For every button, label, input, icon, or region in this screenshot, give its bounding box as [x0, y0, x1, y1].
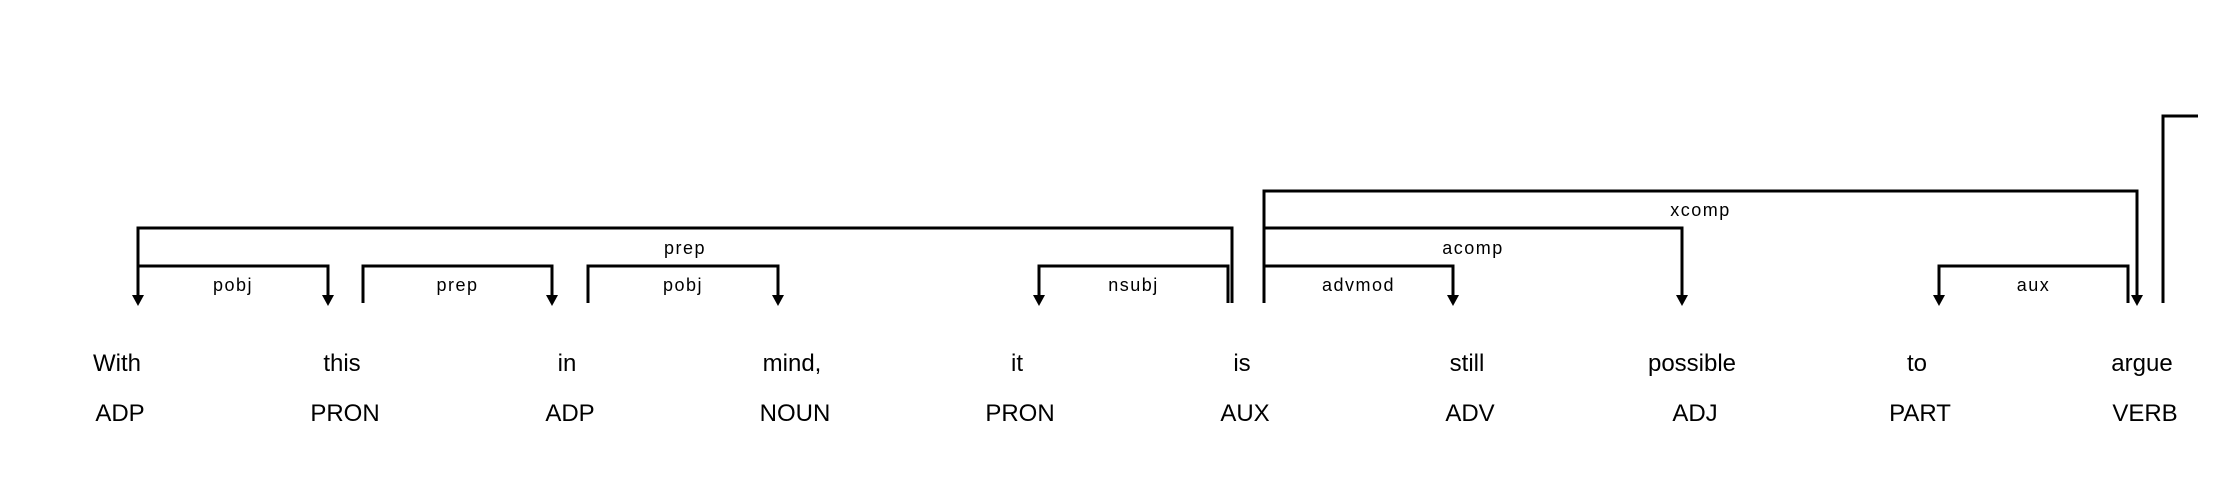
- token-pos-tag: ADP: [95, 400, 144, 427]
- token: mind, NOUN: [760, 350, 831, 427]
- token-word: mind,: [763, 350, 822, 377]
- arc-label: acomp: [1442, 238, 1504, 258]
- arrowhead-icon: [546, 295, 558, 306]
- arc-label: prep: [436, 275, 478, 295]
- token-pos-tag: PART: [1889, 400, 1951, 427]
- arcs-layer: pobj prep pobj prep nsubj advmod acomp xcomp aux: [132, 114, 2198, 306]
- arrowhead-icon: [772, 295, 784, 306]
- arc-line: [1937, 264, 2130, 303]
- token-pos-tag: AUX: [1220, 400, 1269, 427]
- arrowhead-icon: [132, 295, 144, 306]
- token-word: argue: [2111, 350, 2172, 377]
- token-pos-tag: ADJ: [1672, 400, 1717, 427]
- token-pos-tag: ADV: [1445, 400, 1494, 427]
- arc-label: prep: [664, 238, 706, 258]
- arc-label: xcomp: [1670, 200, 1731, 220]
- dependency-arc-xcomp: xcomp: [1262, 189, 2143, 306]
- truncated-arc-line: [2161, 114, 2198, 303]
- arc-line: [1262, 189, 2139, 303]
- token-word: still: [1450, 350, 1485, 377]
- dependency-arc-pobj: pobj: [586, 264, 784, 306]
- dependency-arc-prep: prep: [132, 226, 1234, 306]
- token-pos-tag: PRON: [985, 400, 1054, 427]
- token-word: this: [323, 350, 360, 377]
- token-word: in: [558, 350, 577, 377]
- arc-label: pobj: [663, 275, 703, 295]
- dependency-arc-advmod: advmod: [1262, 264, 1459, 306]
- arc-label: advmod: [1322, 275, 1395, 295]
- token-pos-tag: ADP: [545, 400, 594, 427]
- arrowhead-icon: [1033, 295, 1045, 306]
- token-word: to: [1907, 350, 1927, 377]
- token-word: is: [1233, 350, 1250, 377]
- arrowhead-icon: [322, 295, 334, 306]
- token-word: possible: [1648, 350, 1736, 377]
- token-word: it: [1011, 350, 1023, 377]
- arc-line: [1037, 264, 1230, 303]
- dependency-arc-nsubj: nsubj: [1033, 264, 1230, 306]
- arc-label: pobj: [213, 275, 253, 295]
- token-pos-tag: PRON: [310, 400, 379, 427]
- arrowhead-icon: [1447, 295, 1459, 306]
- dependency-arc-aux: aux: [1933, 264, 2130, 306]
- arrowhead-icon: [1676, 295, 1688, 306]
- arc-line: [586, 264, 780, 303]
- dependency-arc-prep: prep: [361, 264, 558, 306]
- token-pos-tag: VERB: [2112, 400, 2177, 427]
- arc-label: aux: [2017, 275, 2051, 295]
- token-word: With: [93, 350, 141, 377]
- arrowhead-icon: [2131, 295, 2143, 306]
- arrowhead-icon: [1933, 295, 1945, 306]
- arc-line: [361, 264, 554, 303]
- token-pos-tag: NOUN: [760, 400, 831, 427]
- dependency-arc-pobj: pobj: [136, 264, 334, 306]
- arc-label: nsubj: [1108, 275, 1159, 295]
- arc-line: [136, 226, 1234, 303]
